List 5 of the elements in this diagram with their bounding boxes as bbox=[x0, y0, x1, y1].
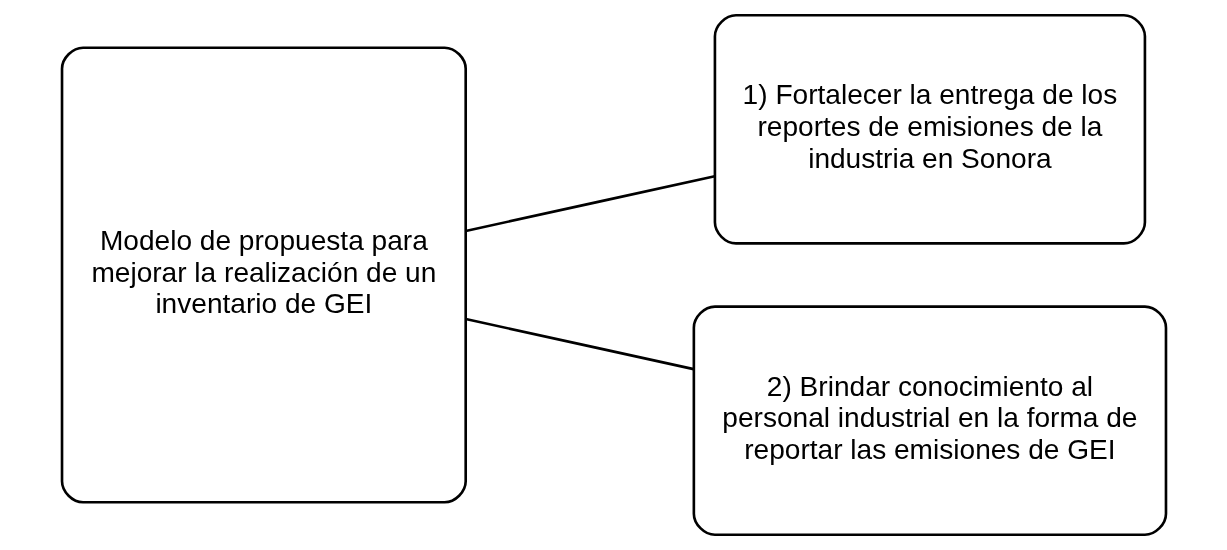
node-box: 1) Fortalecer la entrega de los reportes de emisiones de la industria en Sonora bbox=[713, 13, 1146, 245]
connector bbox=[464, 317, 694, 371]
node-box: Modelo de propuesta para mejorar la realización de un inventario de GEI bbox=[60, 46, 467, 504]
node-box: 2) Brindar conocimiento al personal industrial en la forma de reportar las emisiones de GEI bbox=[692, 305, 1167, 537]
connector bbox=[464, 174, 715, 233]
